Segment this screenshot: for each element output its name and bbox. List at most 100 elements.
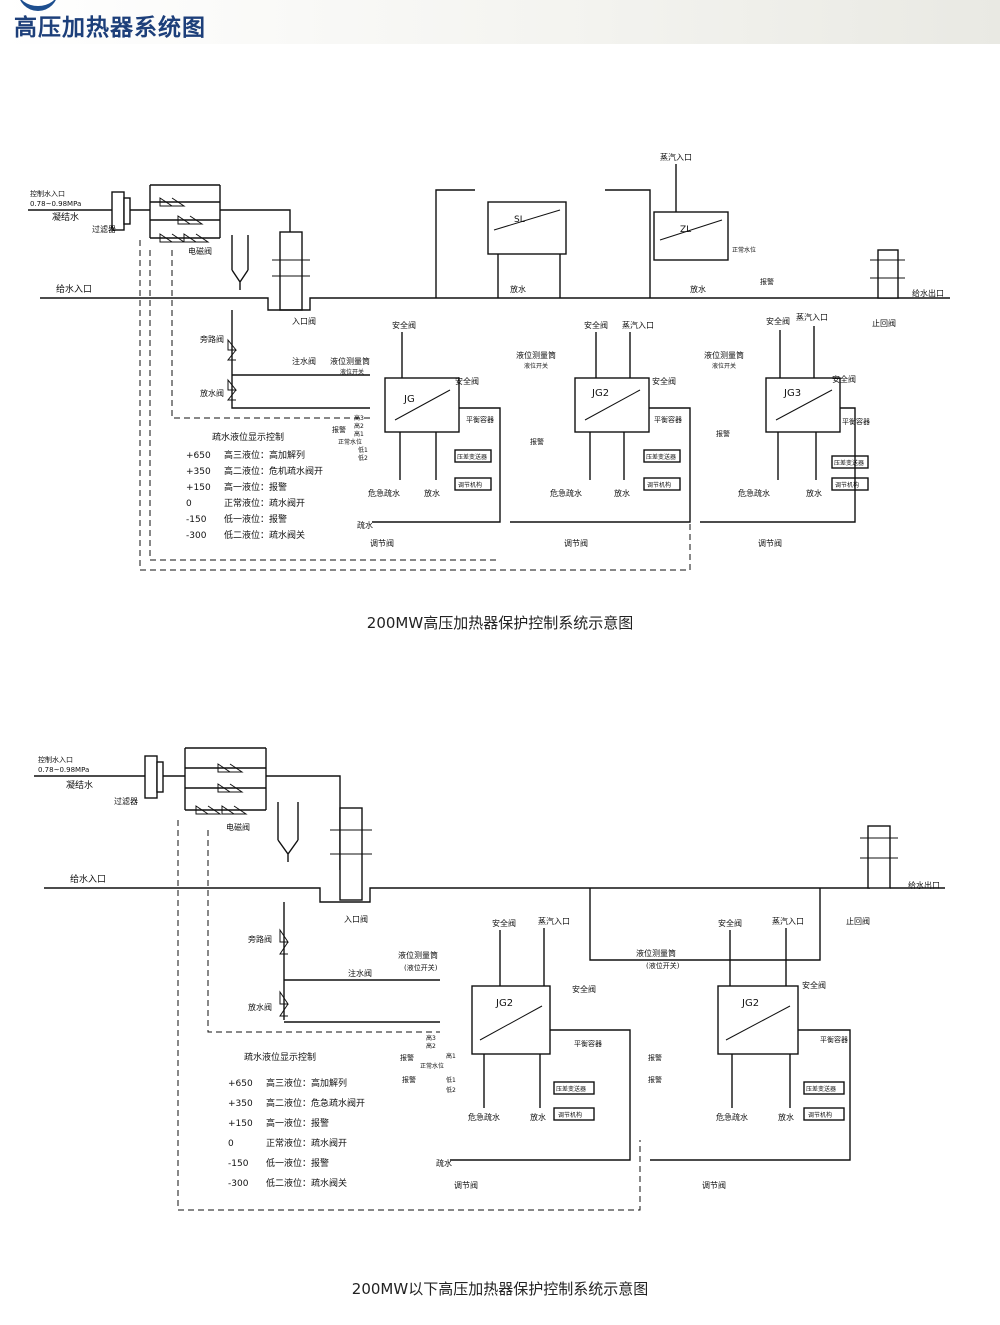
legend-row-value: 0 xyxy=(186,499,192,509)
d2b-level-cyl-label: 液位测量筒 xyxy=(636,948,676,958)
legend-row-text: 高三液位：高加解列 xyxy=(224,449,305,461)
condensate-label: 凝结水 xyxy=(52,211,79,223)
zl-drain-label: 放水 xyxy=(690,284,706,294)
drain-valve-label: 放水阀 xyxy=(200,388,224,398)
page-header: 高压加热器系统图 xyxy=(0,0,1000,44)
heater-jg1-label: JG xyxy=(403,394,415,405)
legend-1-title: 疏水液位显示控制 xyxy=(212,431,284,443)
legend-row-text: 正常液位：疏水阀开 xyxy=(266,1137,347,1149)
filter-label: 过滤器 xyxy=(92,224,116,234)
d2a-h3: 高3 xyxy=(426,1034,436,1042)
jg3-actuator xyxy=(831,477,869,491)
jg1-h1: 高1 xyxy=(354,430,364,438)
legend-row-value: -300 xyxy=(186,531,207,541)
d2-check-valve-label: 止回阀 xyxy=(846,916,870,926)
jg3-level-cyl-label: 液位测量筒 xyxy=(704,350,744,360)
d2b-drain-label: 放水 xyxy=(778,1112,794,1122)
outlet-tower-1 xyxy=(877,249,899,299)
legend-row-text: 低二液位：疏水阀关 xyxy=(224,529,305,541)
d2a-drain-label: 放水 xyxy=(530,1112,546,1122)
legend-row-value: +350 xyxy=(186,467,211,477)
jg3-level-switch-label: 液位开关 xyxy=(712,362,736,370)
jg1-drain-water-label: 疏水 xyxy=(357,520,373,530)
d2-drain-valve-label: 放水阀 xyxy=(248,1002,272,1012)
cooler-sl-label: SL xyxy=(514,215,525,225)
jg1-h3: 高3 xyxy=(354,414,364,422)
jg1-actuator xyxy=(454,477,492,491)
jg3-actuator-label: 调节机构 xyxy=(835,481,859,489)
zl-steam-label: 蒸汽入口 xyxy=(660,152,692,162)
jg2-alarm-label: 报警 xyxy=(530,437,544,446)
d2a-alarm2: 报警 xyxy=(402,1075,416,1084)
d2b-actuator xyxy=(803,1107,845,1121)
solenoid-valves-1 xyxy=(159,197,210,243)
d2b-balance-label: 平衡容器 xyxy=(820,1035,848,1044)
jg3-balance-label: 平衡容器 xyxy=(842,417,870,426)
zl-normal-label: 正常水位 xyxy=(732,246,756,254)
jg2-drain-label: 放水 xyxy=(614,488,630,498)
zl-alarm-label: 报警 xyxy=(760,277,774,286)
jg2-actuator-label: 调节机构 xyxy=(647,481,671,489)
legend-row-text: 正常液位：疏水阀开 xyxy=(224,497,305,509)
legend-2-title: 疏水液位显示控制 xyxy=(244,1051,316,1063)
jg2-transmitter xyxy=(643,449,681,463)
check-valve-label: 止回阀 xyxy=(872,318,896,328)
d2a-alarm1: 报警 xyxy=(400,1053,414,1062)
d2-solenoid-valves xyxy=(195,763,248,815)
source-label: 控制水入口 xyxy=(30,189,65,198)
jg1-safety2-label: 安全阀 xyxy=(455,376,479,386)
jg1-h2: 高2 xyxy=(354,422,364,430)
diagram-2: 控制水入口 0.78~0.98MPa 凝结水 过滤器 电磁阀 给水入口 入口阀 … xyxy=(0,730,1000,1230)
d2b-steam-label: 蒸汽入口 xyxy=(772,916,804,926)
d2a-actuator xyxy=(553,1107,595,1121)
jg3-transmitter-label: 压差变送器 xyxy=(834,459,864,467)
jg1-l1: 低1 xyxy=(358,446,368,454)
d2a-normal: 正常水位 xyxy=(420,1062,444,1070)
d2a-transmitter xyxy=(553,1081,595,1095)
d2-pressure-label: 0.78~0.98MPa xyxy=(38,766,89,774)
legend-row-text: 低二液位：疏水阀关 xyxy=(266,1177,347,1189)
diagram-1-svg: 控制水入口 0.78~0.98MPa 凝结水 过滤器 电磁阀 给水入口 入口阀 … xyxy=(28,152,950,571)
legend-row-value: +650 xyxy=(228,1079,253,1089)
diagram-1: 控制水入口 0.78~0.98MPa 凝结水 过滤器 电磁阀 给水入口 入口阀 … xyxy=(0,140,1000,580)
jg2-transmitter-label: 压差变送器 xyxy=(646,453,676,461)
d2a-level-cyl-label: 液位测量筒 xyxy=(398,950,438,960)
d2a-level-switch-label: (液位开关) xyxy=(404,963,438,972)
legend-row-text: 高一液位：报警 xyxy=(266,1117,329,1129)
d2b-regulating-label: 调节阀 xyxy=(702,1181,726,1190)
jg2-regulating-label: 调节阀 xyxy=(564,539,588,548)
heater-jg3-label: JG3 xyxy=(783,388,801,399)
legend-row-value: +350 xyxy=(228,1099,253,1109)
jg1-balance-label: 平衡容器 xyxy=(466,415,494,424)
d2-filter xyxy=(144,755,158,799)
d2-heater-b xyxy=(717,985,799,1055)
d2-feed-out-label: 给水出口 xyxy=(908,880,940,890)
d2a-drain-water-label: 疏水 xyxy=(436,1158,452,1168)
page-title: 高压加热器系统图 xyxy=(14,15,206,41)
feed-out-label: 给水出口 xyxy=(912,288,944,298)
d2-filter-label: 过滤器 xyxy=(114,796,138,806)
legend-row-text: 高二液位：危急疏水阀开 xyxy=(266,1097,365,1109)
jg1-transmitter-label: 压差变送器 xyxy=(457,453,487,461)
d2b-alarm1: 报警 xyxy=(648,1053,662,1062)
jg2-safety-label: 安全阀 xyxy=(584,320,608,330)
d2a-safety2-label: 安全阀 xyxy=(572,984,596,994)
jg2-emergency-label: 危急疏水 xyxy=(550,488,582,498)
d2a-balance-label: 平衡容器 xyxy=(574,1039,602,1048)
jg1-transmitter xyxy=(454,449,492,463)
legend-row-value: -150 xyxy=(228,1159,249,1169)
bypass-label: 旁路阀 xyxy=(200,334,224,344)
d2a-l2: 低2 xyxy=(446,1086,456,1094)
d2-fill-valve-label: 注水阀 xyxy=(348,968,372,978)
jg1-safety-label: 安全阀 xyxy=(392,320,416,330)
legend-row-text: 高一液位：报警 xyxy=(224,481,287,493)
inlet-valve-label: 入口阀 xyxy=(292,317,316,326)
jg1-level-switch-label: 液位开关 xyxy=(340,368,364,376)
d2-heater-a-label: JG2 xyxy=(495,998,513,1009)
legend-row-value: -300 xyxy=(228,1179,249,1189)
jg2-level-cyl-label: 液位测量筒 xyxy=(516,350,556,360)
heater-jg2-label: JG2 xyxy=(591,388,609,399)
fill-valve-label: 注水阀 xyxy=(292,356,316,366)
